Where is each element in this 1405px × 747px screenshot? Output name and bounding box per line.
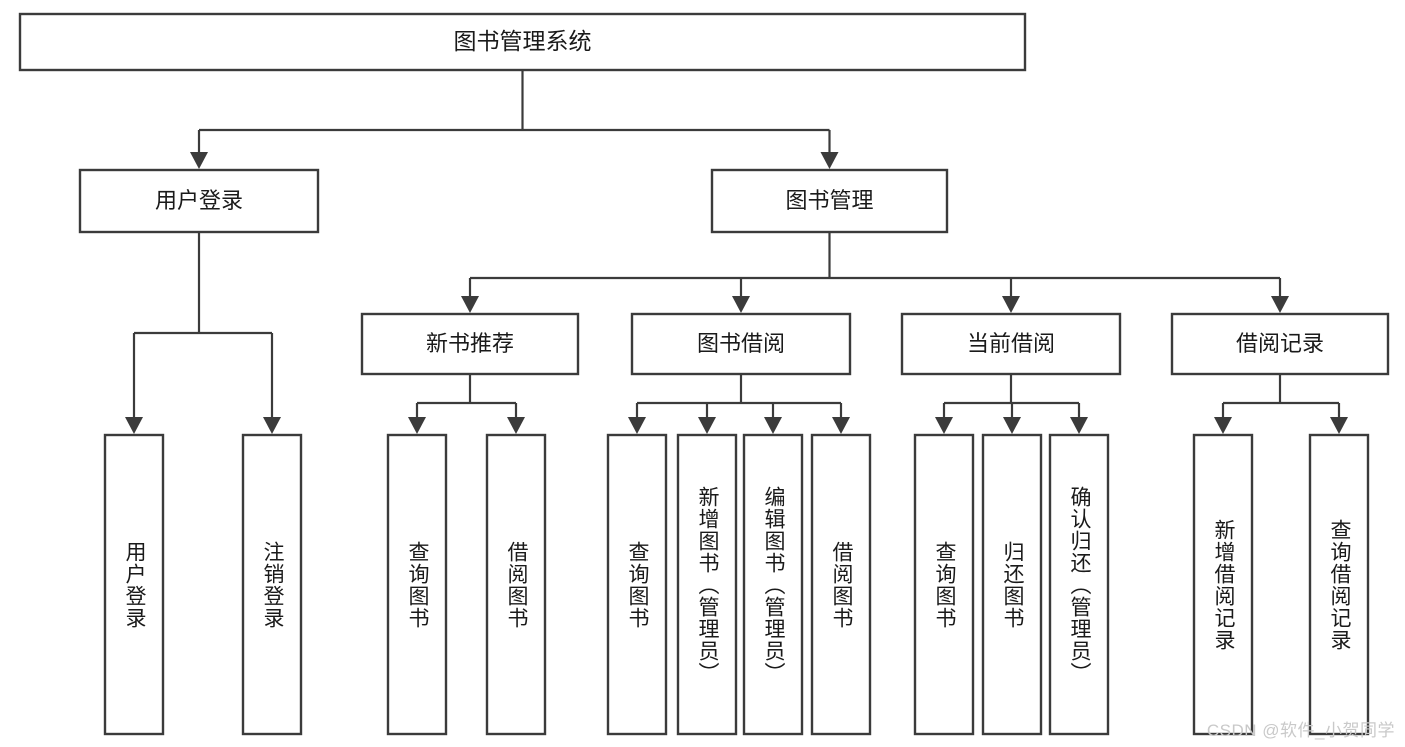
node-box-leaf-confirm-return[interactable]	[1048, 433, 1110, 736]
arrow-head-icon	[820, 152, 839, 169]
node-box-current-borrow[interactable]	[900, 312, 1122, 376]
node-box-leaf-add-record[interactable]	[1192, 433, 1254, 736]
node-box-leaf-logout[interactable]	[241, 433, 303, 736]
arrow-head-icon	[125, 417, 143, 434]
arrow-head-icon	[628, 417, 646, 434]
arrow-head-icon	[1003, 417, 1021, 434]
node-box-leaf-user-login[interactable]	[103, 433, 165, 736]
node-box-user-login[interactable]	[78, 168, 320, 234]
arrow-head-icon	[263, 417, 281, 434]
node-box-leaf-edit-book[interactable]	[742, 433, 804, 736]
arrow-head-icon	[461, 296, 479, 313]
arrow-head-icon	[1002, 296, 1020, 313]
arrow-head-icon	[935, 417, 953, 434]
arrow-head-icon	[1271, 296, 1289, 313]
node-box-leaf-borrow-book[interactable]	[810, 433, 872, 736]
node-box-leaf-return-book[interactable]	[981, 433, 1043, 736]
arrow-head-icon	[764, 417, 782, 434]
node-label-book-manage: 图书管理	[785, 188, 873, 213]
arrow-head-icon	[1214, 417, 1232, 434]
node-box-book-manage[interactable]	[710, 168, 949, 234]
connectors-layer	[125, 70, 1348, 434]
arrow-head-icon	[507, 417, 525, 434]
node-box-leaf-borrow-book-rec[interactable]	[485, 433, 547, 736]
node-box-leaf-query-record[interactable]	[1308, 433, 1370, 736]
watermark-text: CSDN @软件_小贺同学	[1206, 721, 1395, 740]
node-box-book-borrow[interactable]	[630, 312, 852, 376]
arrow-head-icon	[190, 152, 208, 169]
arrow-head-icon	[732, 296, 750, 313]
arrow-head-icon	[832, 417, 850, 434]
node-box-borrow-record[interactable]	[1170, 312, 1390, 376]
arrow-head-icon	[1330, 417, 1348, 434]
node-label-book-borrow: 图书借阅	[697, 331, 785, 356]
node-box-root[interactable]	[18, 12, 1027, 72]
arrow-head-icon	[408, 417, 426, 434]
node-label-new-book-rec: 新书推荐	[426, 331, 514, 356]
arrow-head-icon	[698, 417, 716, 434]
node-label-root: 图书管理系统	[454, 28, 592, 54]
node-box-leaf-add-book[interactable]	[676, 433, 738, 736]
node-box-leaf-query-book-cur[interactable]	[913, 433, 975, 736]
node-box-leaf-query-book-rec[interactable]	[386, 433, 448, 736]
node-label-current-borrow: 当前借阅	[967, 331, 1055, 356]
nodes-layer	[18, 12, 1390, 736]
node-label-user-login: 用户登录	[155, 188, 243, 213]
arrow-head-icon	[1070, 417, 1088, 434]
node-box-leaf-query-book[interactable]	[606, 433, 668, 736]
node-box-new-book-rec[interactable]	[360, 312, 580, 376]
node-label-borrow-record: 借阅记录	[1236, 331, 1324, 356]
